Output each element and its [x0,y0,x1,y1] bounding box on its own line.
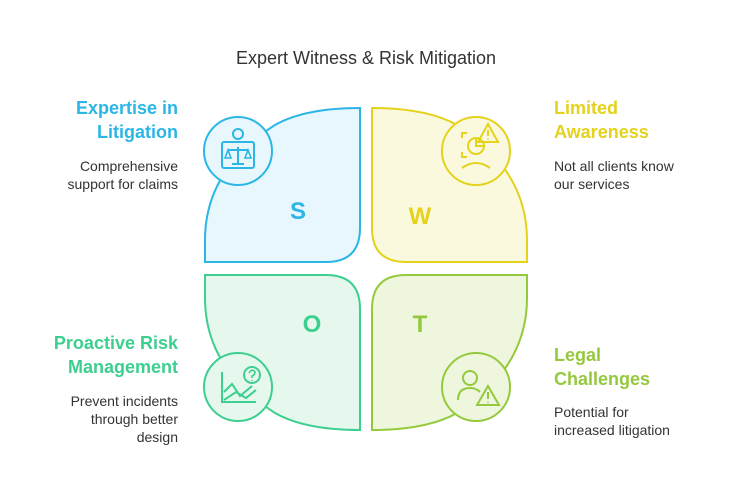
s-desc-line1: Comprehensive [79,158,178,174]
w-desc-line2: our services [554,176,630,192]
w-heading-line1: Limited [554,98,619,118]
o-desc-line2: through better [90,411,178,427]
o-heading-line2: Management [67,357,178,377]
w-desc-line1: Not all clients know [554,158,674,174]
o-heading: Proactive Risk Management [18,331,178,379]
s-heading-line2: Litigation [97,122,178,142]
t-description: Potential for increased litigation [554,403,724,439]
awareness-warning-icon [441,116,511,186]
t-desc-line1: Potential for [554,404,629,420]
s-heading-line1: Expertise in [75,98,178,118]
o-desc-line3: design [136,429,178,445]
t-quadrant [371,274,528,432]
s-heading: Expertise in Litigation [18,96,178,144]
w-letter: W [409,203,432,230]
s-desc-line2: support for claims [67,176,178,192]
o-letter: O [303,311,322,338]
w-heading-line2: Awareness [554,122,649,142]
chart-question-icon [203,352,273,422]
o-description: Prevent incidents through better design [8,392,178,446]
t-heading-line1: Legal [554,345,602,365]
s-letter: S [290,198,306,225]
s-description: Comprehensive support for claims [8,157,178,193]
t-heading-line2: Challenges [554,369,651,389]
t-letter: T [413,311,428,338]
o-heading-line1: Proactive Risk [53,333,178,353]
o-desc-line1: Prevent incidents [70,393,178,409]
judge-scales-icon [203,116,273,186]
w-heading: Limited Awareness [554,96,714,144]
person-warning-icon [441,352,511,422]
w-description: Not all clients know our services [554,157,724,193]
o-quadrant [204,274,361,432]
page-title: Expert Witness & Risk Mitigation [235,48,497,68]
t-desc-line2: increased litigation [554,422,670,438]
t-heading: Legal Challenges [554,343,714,391]
w-quadrant [371,106,528,263]
